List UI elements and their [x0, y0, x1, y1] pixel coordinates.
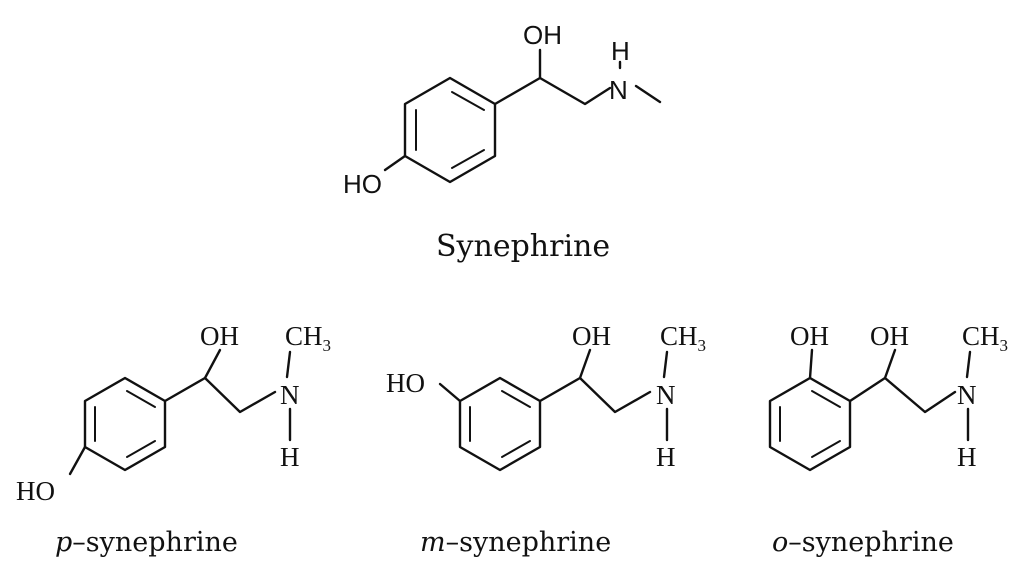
- side-chain: [163, 376, 277, 414]
- oh-label: OH: [572, 321, 611, 351]
- p-synephrine-caption: p–synephrine: [55, 527, 238, 558]
- o-synephrine-structure: OH OH CH3 N H o–synephrine: [768, 321, 1008, 558]
- ho-label: HO: [343, 169, 382, 199]
- n-label: N: [609, 75, 628, 105]
- h-label: H: [611, 36, 630, 66]
- m-synephrine-structure: OH HO CH3 N H m–synephrine: [386, 321, 706, 558]
- benzene-ring: [768, 376, 852, 472]
- side-chain: [538, 376, 652, 414]
- double-bond: [501, 440, 531, 458]
- double-bond: [126, 440, 156, 458]
- double-bond: [126, 390, 156, 408]
- side-chain: [848, 376, 957, 414]
- n-label: N: [957, 380, 977, 410]
- n-methyl-bond: [285, 350, 292, 379]
- ho-bond: [438, 382, 462, 403]
- n-methyl-bond: [965, 350, 972, 379]
- double-bond: [501, 390, 531, 408]
- benzene-ring: [458, 376, 542, 472]
- ho-label: HO: [16, 476, 55, 506]
- oh-label: OH: [523, 20, 562, 50]
- h-label: H: [957, 442, 977, 472]
- synephrine-structure: OH HO N H Synephrine: [343, 20, 662, 264]
- ho-label: HO: [386, 368, 425, 398]
- ch3-label: CH3: [962, 321, 1008, 355]
- oh-label: OH: [870, 321, 909, 351]
- synephrine-caption: Synephrine: [436, 229, 610, 264]
- n-methyl-bond: [634, 84, 662, 104]
- side-chain: [493, 76, 612, 106]
- n-methyl-bond: [662, 350, 669, 379]
- p-synephrine-structure: OH HO CH3 N H p–synephrine: [16, 321, 331, 558]
- ring-oh-bond: [808, 348, 814, 380]
- h-label: H: [656, 442, 676, 472]
- ch3-label: CH3: [660, 321, 706, 355]
- n-label: N: [656, 380, 676, 410]
- ch3-label: CH3: [285, 321, 331, 355]
- double-bond: [451, 149, 485, 169]
- ho-bond: [68, 445, 87, 476]
- n-label: N: [280, 380, 300, 410]
- ring-oh-label: OH: [790, 321, 829, 351]
- oh-bond: [203, 348, 222, 380]
- h-label: H: [280, 442, 300, 472]
- double-bond: [811, 440, 841, 458]
- benzene-ring: [403, 76, 497, 184]
- double-bond: [811, 390, 841, 408]
- m-synephrine-caption: m–synephrine: [420, 527, 611, 558]
- ho-bond: [383, 154, 407, 172]
- oh-label: OH: [200, 321, 239, 351]
- o-synephrine-caption: o–synephrine: [772, 527, 954, 558]
- double-bond: [451, 91, 485, 111]
- oh-bond: [883, 348, 897, 380]
- benzene-ring: [83, 376, 167, 472]
- oh-bond: [578, 348, 592, 380]
